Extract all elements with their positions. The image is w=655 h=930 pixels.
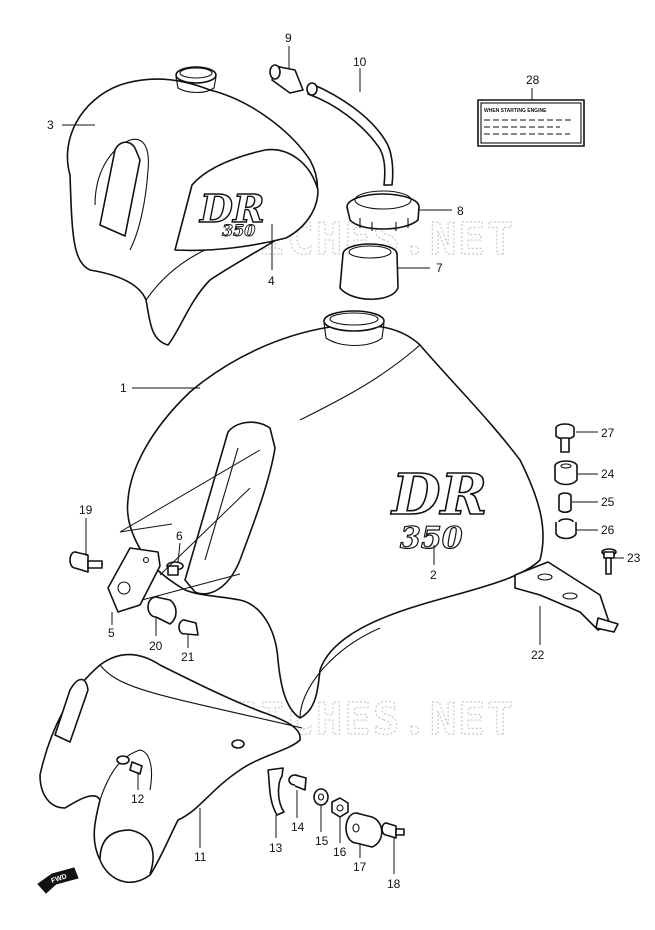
emblem-displacement-main: 350: [400, 521, 463, 556]
emblem-displacement-upper: 350: [222, 221, 255, 240]
callout-11: 11: [194, 850, 207, 864]
callout-28: 28: [526, 73, 540, 87]
screw-12: [116, 755, 143, 775]
callout-16: 16: [333, 845, 347, 859]
callout-17: 17: [353, 860, 367, 874]
collar-14: [288, 774, 307, 791]
callout-18: 18: [387, 877, 401, 891]
fuel-cap: [346, 190, 420, 231]
cushion-20: [147, 596, 177, 625]
tank-emblem-upper: DR 350: [174, 148, 319, 252]
callout-14: 14: [291, 820, 305, 834]
callout-20: 20: [149, 639, 163, 653]
callout-15: 15: [315, 834, 329, 848]
bracket-plate: [107, 547, 161, 613]
callout-4: 4: [268, 274, 275, 288]
bolt-23: [601, 548, 617, 575]
label-heading: WHEN STARTING ENGINE: [484, 108, 547, 114]
callout-1: 1: [120, 381, 127, 395]
cushion-26: [555, 518, 577, 540]
callout-22: 22: [531, 648, 545, 662]
tank-mount-bracket: [514, 561, 619, 633]
fuel-tank-main: [126, 310, 544, 719]
leader-lines: [62, 46, 624, 874]
emblem-logo-upper: DR: [199, 186, 265, 231]
callout-10: 10: [353, 55, 367, 69]
callout-23: 23: [627, 551, 641, 565]
clamp-13: [267, 767, 285, 816]
callout-12: 12: [131, 792, 145, 806]
callout-5: 5: [108, 626, 115, 640]
callout-26: 26: [601, 523, 615, 537]
warning-label-sticker: WHEN STARTING ENGINE: [477, 99, 585, 147]
callout-13: 13: [269, 841, 283, 855]
cushion-24: [554, 460, 578, 486]
cushion-17: [345, 812, 383, 848]
bolt-18: [381, 822, 405, 839]
callout-8: 8: [457, 204, 464, 218]
bolt-19: [69, 551, 103, 573]
tank-emblem-main: DR 350: [389, 461, 488, 556]
callout-27: 27: [601, 426, 615, 440]
callout-7: 7: [436, 261, 443, 275]
fwd-text: FWD: [50, 873, 67, 885]
filler-neck-ring: [339, 243, 399, 300]
callout-9: 9: [285, 31, 292, 45]
bolt-27: [555, 423, 575, 453]
callout-numbers: 3 9 10 28 8 7 4 1 2 27 24 25 26 23 22 19…: [47, 31, 641, 891]
callout-24: 24: [601, 467, 615, 481]
collar-25: [558, 492, 572, 514]
callout-6: 6: [176, 529, 183, 543]
emblem-logo-main: DR: [390, 462, 487, 528]
washer-15: [313, 788, 329, 806]
forward-direction-arrow: FWD: [37, 867, 79, 894]
callout-2: 2: [430, 568, 437, 582]
breather-hose: [306, 82, 394, 186]
nut-16: [331, 797, 349, 818]
breather-valve: [269, 64, 304, 94]
callout-25: 25: [601, 495, 615, 509]
callout-21: 21: [181, 650, 195, 664]
callout-19: 19: [79, 503, 93, 517]
collar-21: [178, 619, 199, 636]
tank-shroud: [39, 653, 303, 884]
callout-3: 3: [47, 118, 54, 132]
